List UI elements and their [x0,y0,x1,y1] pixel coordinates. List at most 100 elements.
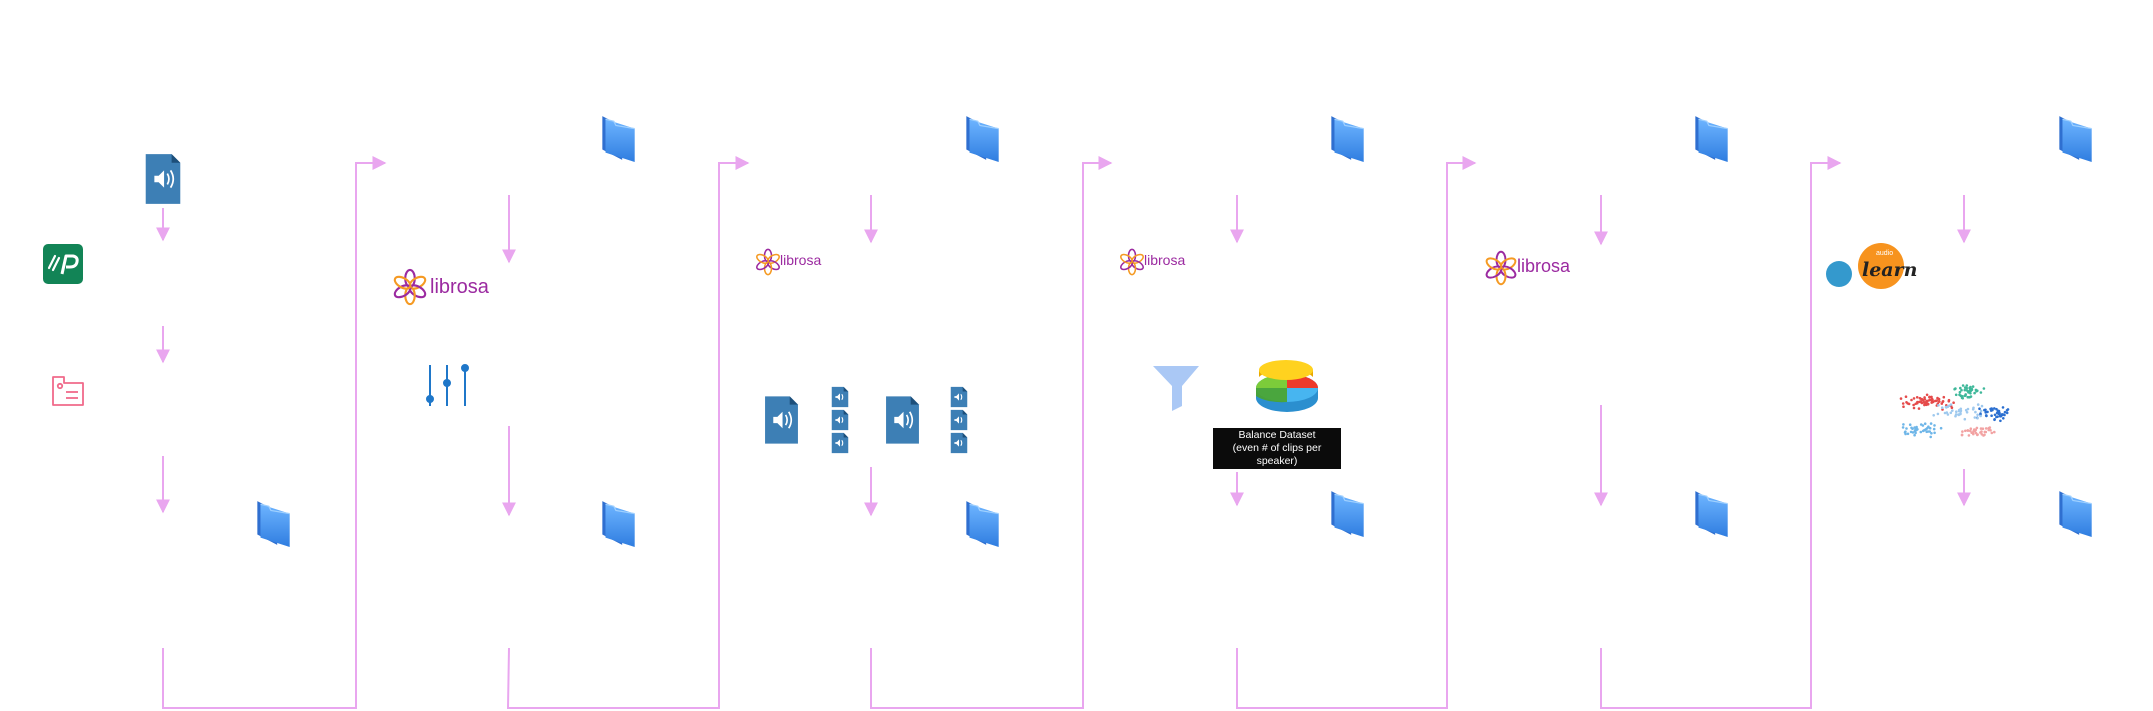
scatter-point [1930,432,1933,435]
scatter-point [1980,404,1984,408]
scatter-point [1964,429,1967,433]
scatter-point [1976,403,1980,406]
scatter-point [1923,422,1927,426]
scatter-point [1930,395,1933,399]
scatter-point [1914,428,1918,431]
folder-icon [601,500,636,547]
scatter-point [1984,427,1988,430]
sklearn-small-label: audio [1876,250,1894,257]
scatter-point [2006,408,2010,411]
scatter-point [1963,388,1967,392]
scatter-point [1965,384,1969,387]
scatter-point [1990,431,1994,435]
scatter-point [1963,417,1967,421]
scatter-point [1907,402,1911,406]
scatter-point [1979,409,1983,413]
scatter-point [1933,431,1936,435]
scatter-point [1965,411,1969,414]
scatter-point [1979,414,1982,418]
scatter-point [1986,410,1989,414]
scatter-point [1923,396,1926,399]
scatter-point [1951,409,1954,412]
scatter-point [1967,390,1971,394]
scatter-point [1938,400,1941,403]
scatter-point [1905,427,1908,430]
scatter-point [1974,428,1977,432]
scatter-point [1914,431,1917,435]
scatter-point [1966,429,1969,432]
scatter-point [1940,402,1944,405]
librosa-logo [754,248,782,276]
stage-4 [1118,248,1318,412]
scatter-point [1942,395,1946,399]
scatter-point [1984,414,1988,417]
scatter-point [1915,425,1918,429]
scatter-point [1982,387,1986,390]
scatter-point [1999,419,2002,423]
scatter-point [1913,433,1916,437]
scatter-point [1955,410,1958,414]
scatter-point [1971,385,1975,388]
scatter-point [1902,405,1905,409]
scatter-point [1919,400,1922,404]
scatter-point [1929,422,1933,425]
scatter-point [1935,399,1938,403]
scatter-point [1921,424,1925,427]
scatter-point [1966,407,1970,411]
scatter-point [1978,407,1981,411]
sliders-icon [426,364,469,406]
folder-icon [1694,115,1729,162]
scatter-point [1927,425,1930,429]
scatter-point [1957,408,1961,412]
scatter-point [1946,413,1950,416]
scatter-point [1973,416,1977,419]
scatter-point [1905,401,1908,404]
scatter-point [1960,388,1963,392]
folder-icon [965,500,1000,547]
scatter-point [1939,426,1943,430]
scatter-point [1995,407,1998,411]
scatter-point [1972,406,1975,410]
scatter-point [1958,390,1962,394]
scatter-point [1983,433,1986,437]
scatter-point [1975,426,1979,430]
scatter-point [1925,430,1928,434]
balance-subtitle: (even # of clips per speaker) [1232,442,1322,467]
scatter-point [1912,403,1915,407]
scatter-point [1964,393,1967,396]
scatter-point [1928,398,1932,402]
scatter-point [1993,418,1996,422]
librosa-logo [1118,248,1146,276]
scatter-point [1932,427,1936,431]
scatter-point [1923,401,1927,404]
scatter-point [1976,433,1979,436]
scatter-point [1958,393,1961,397]
scatter-point [1933,424,1936,427]
folder-icon [256,500,291,547]
scatter-point [1981,427,1985,431]
scatter-point [1968,386,1971,390]
scatter-point [1954,387,1957,390]
scatter-point [1949,411,1953,415]
folder-icon [965,115,1000,162]
scatter-point [1990,414,1993,418]
scatter-point [1993,407,1996,410]
stage-3 [754,248,968,454]
scatter-point [1919,430,1923,434]
scatter-point [1960,433,1964,437]
scatter-point [1925,393,1929,397]
stage-1 [43,153,182,406]
scatter-point [1954,413,1958,416]
scatter-point [1943,411,1947,415]
scatter-point [1959,386,1962,390]
scatter-point [1928,430,1931,433]
cluster-scatter-icon [1899,384,2010,439]
scatter-point [1988,426,1992,429]
scatter-point [1974,410,1977,414]
scatter-point [1967,434,1971,437]
scatter-point [1910,426,1913,430]
scatter-point [1912,397,1916,400]
audio-file-icon [144,153,182,205]
scatter-point [1923,398,1927,401]
